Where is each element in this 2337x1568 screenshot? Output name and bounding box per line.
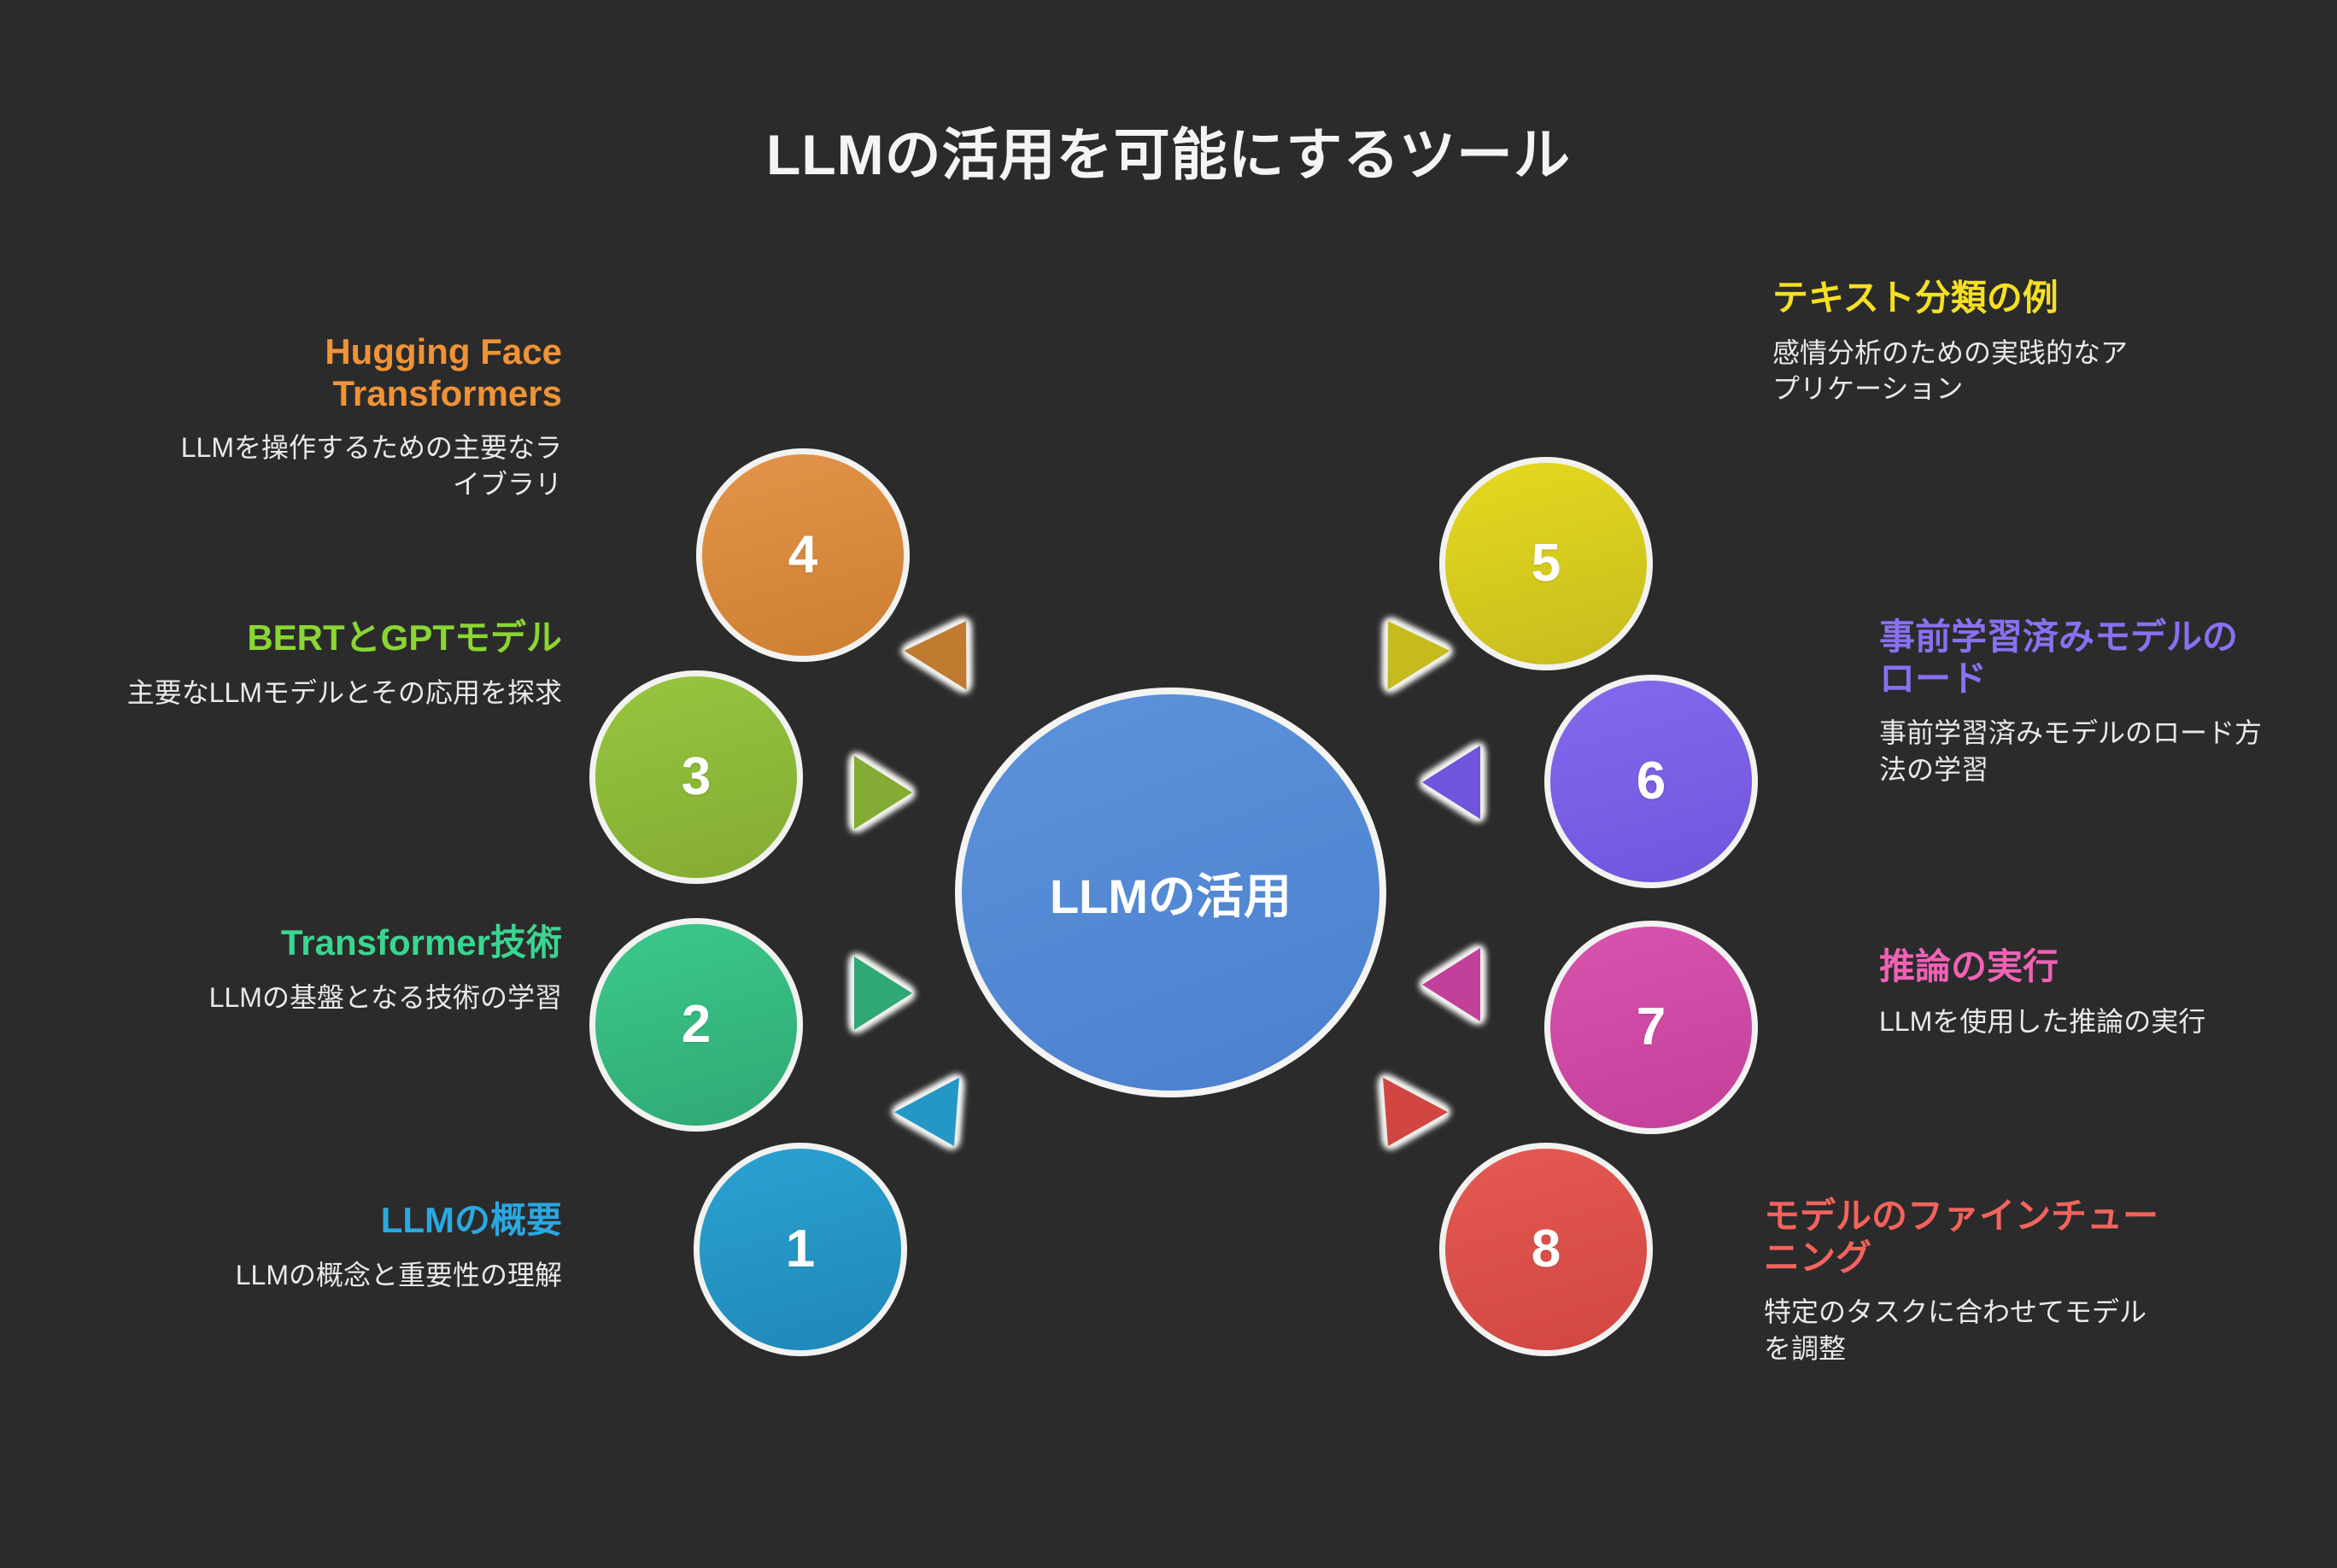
text-block-2: Transformer技術 LLMの基盤となる技術の学習 <box>94 922 562 1015</box>
arrow-from-8-icon <box>1356 1077 1448 1164</box>
arrow-from-2-icon <box>854 957 912 1030</box>
node-circle-7[interactable]: 7 <box>1544 921 1758 1134</box>
arrow-from-3-icon <box>854 756 912 829</box>
description-8: 特定のタスクに合わせてモデルを調整 <box>1764 1296 2147 1364</box>
heading-4: Hugging Face Transformers <box>325 331 562 413</box>
description-3: 主要なLLMモデルとその応用を探求 <box>126 676 562 708</box>
description-1: LLMの概念と重要性の理解 <box>235 1259 562 1290</box>
arrow-from-1-icon <box>894 1077 987 1164</box>
text-block-5: テキスト分類の例 感情分析のための実践的なアプリケーション <box>1772 278 2148 407</box>
node-circle-4[interactable]: 4 <box>696 448 910 662</box>
heading-7: 推論の実行 <box>1879 946 2059 986</box>
node-number-5: 5 <box>1531 534 1561 593</box>
center-node-label: LLMの活用 <box>1049 869 1292 923</box>
text-block-8: モデルのファインチューニング 特定のタスクに合わせてモデルを調整 <box>1764 1196 2165 1366</box>
node-circle-8[interactable]: 8 <box>1439 1143 1653 1356</box>
arrow-from-4-icon <box>904 601 998 690</box>
node-number-3: 3 <box>681 747 712 806</box>
heading-2: Transformer技術 <box>280 922 562 962</box>
node-circle-6[interactable]: 6 <box>1544 675 1758 888</box>
node-circle-5[interactable]: 5 <box>1439 457 1653 670</box>
node-circle-1[interactable]: 1 <box>694 1143 907 1356</box>
arrow-from-5-icon <box>1356 601 1450 690</box>
node-number-1: 1 <box>785 1220 816 1278</box>
arrow-from-6-icon <box>1422 746 1480 819</box>
heading-5: テキスト分類の例 <box>1772 278 2059 318</box>
node-circle-3[interactable]: 3 <box>589 670 803 884</box>
text-block-3: BERTとGPTモデル 主要なLLMモデルとその応用を探求 <box>102 617 562 711</box>
node-number-4: 4 <box>788 525 818 584</box>
heading-8: モデルのファインチューニング <box>1764 1196 2159 1278</box>
text-block-1: LLMの概要 LLMの概念と重要性の理解 <box>154 1200 562 1293</box>
heading-3: BERTとGPTモデル <box>247 617 562 658</box>
node-number-7: 7 <box>1636 998 1666 1056</box>
description-2: LLMの基盤となる技術の学習 <box>208 981 562 1013</box>
node-number-6: 6 <box>1636 752 1666 810</box>
description-4: LLMを操作するための主要なライブラリ <box>180 432 562 500</box>
node-circle-2[interactable]: 2 <box>589 918 803 1132</box>
heading-6: 事前学習済みモデルのロード <box>1879 617 2239 699</box>
text-block-4: Hugging Face Transformers LLMを操作するための主要な… <box>154 331 562 502</box>
arrow-from-7-icon <box>1422 948 1480 1021</box>
node-number-2: 2 <box>681 995 712 1054</box>
description-5: 感情分析のための実践的なアプリケーション <box>1772 336 2129 404</box>
page-title: LLMの活用を可能にするツール <box>766 123 1571 186</box>
description-6: 事前学習済みモデルのロード方法の学習 <box>1879 717 2263 785</box>
node-number-8: 8 <box>1531 1220 1561 1278</box>
text-block-7: 推論の実行 LLMを使用した推論の実行 <box>1879 946 2272 1039</box>
description-7: LLMを使用した推論の実行 <box>1879 1005 2206 1037</box>
heading-1: LLMの概要 <box>380 1200 562 1240</box>
center-node[interactable]: LLMの活用 <box>955 687 1386 1097</box>
text-block-6: 事前学習済みモデルのロード 事前学習済みモデルのロード方法の学習 <box>1879 617 2272 787</box>
